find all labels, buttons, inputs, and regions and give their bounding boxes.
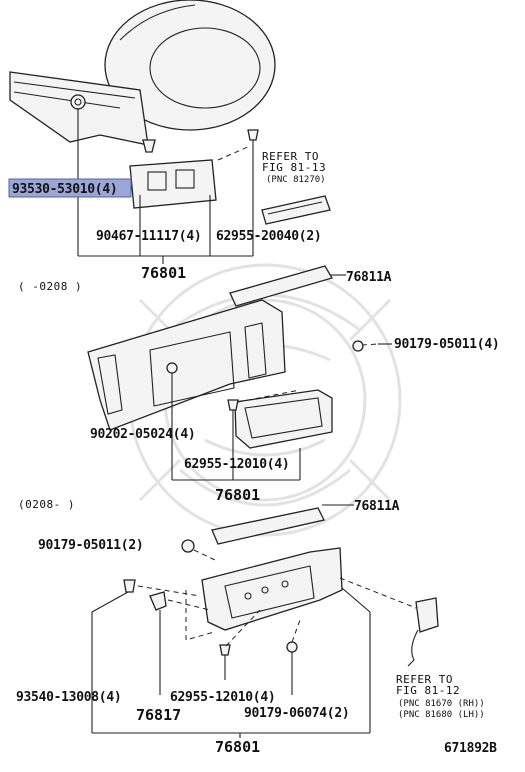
part-label-76811a-2[interactable]: 76811A [354, 499, 400, 514]
date-range-until-0208: ( -0208 ) [18, 280, 82, 293]
refer-line-4: REFER TO [396, 673, 453, 686]
nut-62955-2 [219, 644, 231, 656]
refer-line-5[interactable]: FIG 81-12 [396, 684, 460, 697]
diagram-id: 671892B [444, 741, 497, 756]
assembly-label-76801[interactable]: 76801 [141, 264, 186, 282]
refer-line-7: (PNC 81680 (LH)) [398, 710, 485, 720]
license-lamp [407, 597, 439, 667]
high-stop-lamp [261, 195, 331, 225]
refer-line-6: (PNC 81670 (RH)) [398, 699, 485, 709]
section-1-illustration [9, 0, 331, 264]
highlight-box [8, 178, 132, 198]
part-label-90467[interactable]: 90467-11117(4) [96, 229, 202, 244]
spare-tire [104, 0, 276, 131]
refer-line-3: (PNC 81270) [266, 175, 326, 185]
nut-62955 [227, 399, 239, 411]
section-3-illustration [91, 504, 439, 738]
part-label-93530[interactable]: 93530-53010(4) [12, 182, 118, 197]
clip-90202 [166, 362, 178, 374]
part-label-90179-05011-4[interactable]: 90179-05011(4) [394, 337, 500, 352]
part-label-90202[interactable]: 90202-05024(4) [90, 427, 196, 442]
part-label-62955-20040[interactable]: 62955-20040(2) [216, 229, 322, 244]
part-label-76811a[interactable]: 76811A [346, 270, 392, 285]
garnish-76811a [229, 265, 333, 307]
part-label-90179-06074[interactable]: 90179-06074(2) [244, 706, 350, 721]
refer-line-2[interactable]: FIG 81-13 [262, 161, 326, 174]
section-2-illustration [87, 265, 392, 481]
back-panel [87, 299, 286, 431]
screw-93540 [123, 579, 136, 593]
assembly-label-76801-2[interactable]: 76801 [215, 486, 260, 504]
part-label-90179-05011-2[interactable]: 90179-05011(2) [38, 538, 144, 553]
garnish-76811a-2 [211, 507, 325, 545]
clip-90179-05011 [352, 340, 364, 352]
license-housing [234, 389, 333, 449]
date-range-from-0208: (0208- ) [18, 498, 75, 511]
clip-90179-06074 [286, 641, 298, 653]
part-label-62955-12010-2[interactable]: 62955-12010(4) [170, 690, 276, 705]
refer-line-1: REFER TO [262, 150, 319, 163]
license-housing-2 [201, 547, 343, 631]
assembly-label-76801-3[interactable]: 76801 [215, 738, 260, 756]
clip-90179-2 [181, 539, 195, 553]
part-label-62955-12010[interactable]: 62955-12010(4) [184, 457, 290, 472]
part-label-93540[interactable]: 93540-13008(4) [16, 690, 122, 705]
bracket-label-76817[interactable]: 76817 [136, 706, 181, 724]
license-bracket [129, 139, 217, 209]
bracket-76817 [149, 591, 167, 611]
screw [247, 129, 259, 150]
